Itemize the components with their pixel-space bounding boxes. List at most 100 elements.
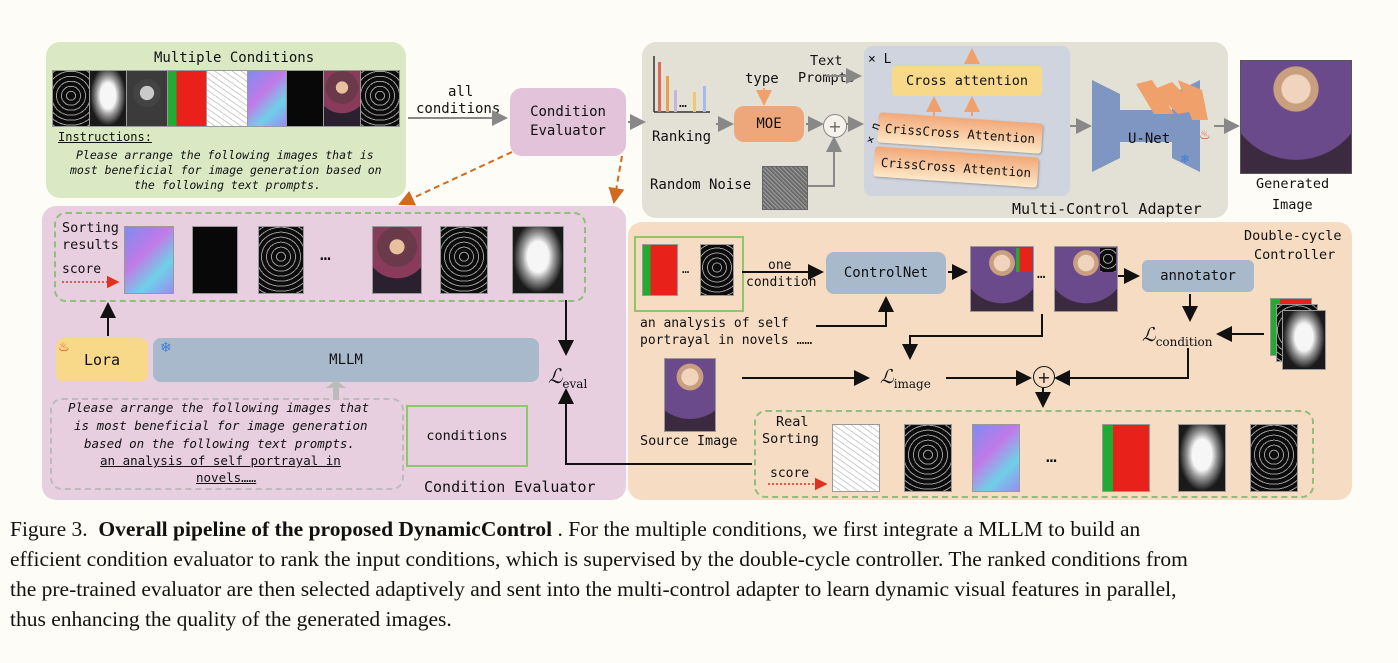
caption-line-4: thus enhancing the quality of the genera… — [10, 607, 452, 631]
cross-attention-box: Cross attention — [892, 66, 1042, 96]
text-prompts-label-2: Prompts — [798, 70, 855, 86]
condition-thumb-canny — [52, 70, 90, 127]
prompt-to-mllm-arrow — [326, 380, 346, 398]
instructions-line-3: the following text prompts. — [134, 178, 321, 192]
moe-label: MOE — [756, 116, 782, 132]
prompt-line-2: is most beneficial for image generation — [74, 418, 368, 433]
unet-label: U-Net — [1128, 131, 1171, 147]
generated-label-2: Image — [1272, 197, 1313, 213]
ranking-label: Ranking — [652, 129, 712, 145]
caption-prefix: Figure 3. — [10, 517, 88, 541]
sorted-thumb-depth — [512, 226, 564, 294]
sorting-results-dashed-box — [54, 212, 586, 302]
lora-label: Lora — [83, 351, 121, 369]
loss-image-subscript: image — [893, 376, 931, 391]
ranking-ellipsis: … — [679, 96, 687, 111]
figure-caption: Figure 3. Overall pipeline of the propos… — [10, 514, 1396, 634]
source-image-label: Source Image — [640, 433, 738, 449]
condition-thumb-normal — [247, 70, 287, 127]
loss-condition: ℒcondition — [1142, 324, 1213, 349]
real-thumb-hed — [1250, 424, 1298, 492]
one-condition-label-1: one — [768, 258, 792, 273]
prompt-line-3: based on the following text prompts. — [84, 436, 355, 451]
annotated-stack-3 — [1282, 310, 1326, 370]
instructions-line-2: most beneficial for image generation bas… — [70, 163, 382, 177]
controller-thumb-edge — [700, 244, 734, 296]
controller-thumb-seg — [642, 244, 678, 296]
moe-box: MOE — [734, 106, 804, 142]
real-ellipsis: … — [1046, 446, 1057, 467]
multiple-conditions-title: Multiple Conditions — [154, 50, 315, 66]
times-l-label: × L — [868, 52, 892, 67]
analysis-to-controlnet-arrow — [816, 296, 894, 327]
controlnet-output-ellipsis: … — [1037, 266, 1046, 282]
controller-thumb-ellipsis: … — [682, 262, 690, 276]
evaluator-score-label: score — [62, 262, 102, 277]
condition-evaluator-box-line-2: Evaluator — [530, 123, 606, 139]
prompt-line-1: Please arrange the following images that — [68, 400, 370, 415]
caption-line-3: the pre-trained evaluator are then selec… — [10, 577, 1177, 601]
one-condition-label-2: condition — [746, 275, 817, 290]
sorting-label-2: results — [62, 237, 119, 253]
real-thumb-canny — [904, 424, 952, 492]
lora-flame-icon: ♨ — [58, 340, 70, 355]
conditions-label: conditions — [426, 428, 508, 444]
loss-condition-subscript: condition — [1155, 334, 1213, 349]
controlnet-output-1-inset — [1016, 248, 1032, 272]
generated-image-thumb — [1240, 60, 1352, 174]
caption-bold: Overall pipeline of the proposed Dynamic… — [98, 517, 553, 541]
connector-arrows — [62, 48, 1264, 491]
one-condition-frame — [634, 236, 744, 312]
sorting-label-1: Sorting — [62, 220, 119, 236]
condition-thumb-hed — [360, 70, 400, 127]
orange-dashed-arrows — [398, 151, 625, 206]
random-noise-thumb — [762, 166, 808, 210]
annotator-box: annotator — [1142, 260, 1254, 292]
cross-attention-label: Cross attention — [906, 73, 1028, 89]
prompt-underline-1: an analysis of self portrayal in — [100, 453, 341, 468]
type-label: type — [745, 71, 779, 87]
sorted-thumb-canny — [258, 226, 304, 294]
generated-label-1: Generated — [1256, 176, 1330, 192]
controller-title-2: Controller — [1254, 247, 1336, 263]
loss-eval-symbol: ℒ — [548, 364, 563, 388]
real-sorting-label-1: Real — [776, 414, 809, 430]
sorted-ellipsis: … — [320, 244, 331, 265]
real-thumb-normal — [972, 424, 1020, 492]
controller-title-1: Double-cycle — [1244, 228, 1342, 244]
real-thumb-lineart — [832, 424, 880, 492]
ranking-bar-chart-icon — [653, 56, 710, 113]
loss-condition-to-plus-arrow — [1054, 348, 1189, 386]
sorted-thumb-hed — [440, 226, 488, 294]
loss-condition-symbol: ℒ — [1142, 324, 1156, 346]
unet-shape — [1092, 80, 1208, 172]
real-sorting-to-loss-arrow — [558, 388, 752, 465]
prompt-dashed-box — [50, 398, 404, 490]
controller-score-label: score — [770, 466, 810, 481]
loss-image-symbol: ℒ — [880, 366, 894, 388]
adapter-plus-symbol: + — [828, 116, 842, 136]
controlnet-label: ControlNet — [843, 265, 929, 281]
sorted-thumb-normal — [124, 226, 174, 294]
caption-line-1: . For the multiple conditions, we first … — [552, 517, 1141, 541]
loss-image: ℒimage — [880, 366, 931, 391]
controlnet-box: ControlNet — [826, 252, 946, 294]
condition-thumb-gray — [126, 70, 168, 127]
source-image-thumb — [664, 358, 716, 432]
loss-eval-subscript: eval — [562, 377, 588, 391]
instructions-label: Instructions: — [58, 130, 152, 144]
evaluator-title: Condition Evaluator — [424, 478, 596, 496]
unet-snowflake-icon: ❄ — [1180, 152, 1191, 166]
condition-evaluator-box-line-1: Condition — [530, 104, 606, 120]
analysis-text-1: an analysis of self — [640, 316, 789, 331]
all-conditions-label-1: all — [448, 84, 474, 100]
condition-thumb-pose — [286, 70, 324, 127]
mllm-snowflake-icon: ❄ — [160, 340, 172, 356]
adapter-title: Multi-Control Adapter — [1012, 200, 1202, 218]
text-prompts-label-1: Text — [810, 53, 843, 69]
prompt-underline-2: novels…… — [196, 470, 257, 485]
mllm-label: MLLM — [329, 352, 363, 368]
real-thumb-seg — [1102, 424, 1150, 492]
real-sorting-dashed-box — [754, 410, 1314, 498]
all-conditions-label-2: conditions — [416, 101, 501, 117]
